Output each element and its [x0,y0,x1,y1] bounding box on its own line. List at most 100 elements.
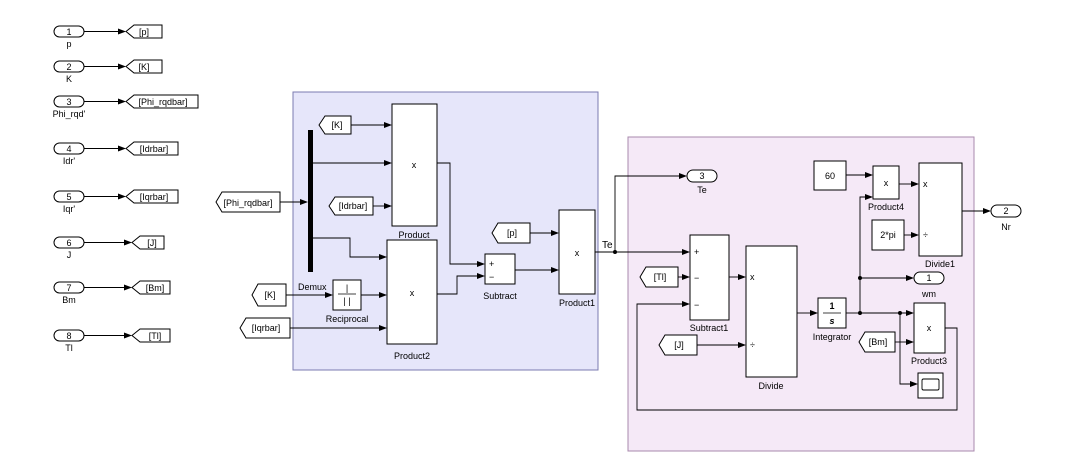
from-j[interactable] [658,334,698,356]
product4-op: x [884,178,889,188]
from-iqr-tag: [Iqrbar] [252,323,281,333]
from-phi[interactable] [215,191,281,213]
goto-phi[interactable] [125,94,199,109]
goto-bm[interactable] [131,280,171,295]
divide1-label: Divide1 [925,259,955,269]
from-k-top[interactable] [318,115,352,135]
from-p[interactable] [491,222,531,244]
product4-block[interactable] [872,165,900,200]
mechanical-subsystem-area [627,136,975,452]
outport-3-number: 3 [699,171,704,181]
from-idr-tag: [Idrbar] [339,201,368,211]
demux-label: Demux [298,282,327,292]
goto-bm-tag: [Bm] [146,283,165,293]
goto-p[interactable] [125,24,163,39]
from-k-top-tag: [K] [331,120,342,130]
goto-tl[interactable] [131,328,171,343]
from-phi-tag: [Phi_rqdbar] [223,198,272,208]
product2-block[interactable] [386,239,438,345]
divide1-times-sign: x [923,179,928,189]
torque-subsystem-area [292,91,599,371]
goto-tl-tag: [Tl] [149,331,162,341]
product-block[interactable] [391,103,438,227]
goto-iqr[interactable] [125,189,179,204]
subtract1-plus-sign: + [694,247,699,257]
inport-6-row: 6 J [J] [53,235,165,260]
inport-1-name: p [66,39,71,49]
product4-label: Product4 [868,202,904,212]
outport-2[interactable] [990,204,1022,218]
divide-label: Divide [758,381,783,391]
product3-block[interactable] [913,302,946,354]
subtract1-block[interactable] [689,234,730,321]
inport-6-name: J [67,250,72,260]
inport-5-name: Iqr' [63,204,76,214]
inport-7-number: 7 [66,283,71,293]
from-p-tag: [p] [507,228,517,238]
from-tl-tag: [Tl] [654,272,667,282]
inport-5-row: 5 Iqr' [Iqrbar] [53,189,179,214]
divide-block[interactable] [745,245,798,378]
goto-p-tag: [p] [139,27,149,37]
outport-2-number: 2 [1003,206,1008,216]
from-j-tag: [J] [674,340,684,350]
subtract1-minus-sign-2: − [694,300,699,310]
constant-60-block[interactable] [813,160,847,191]
goto-k[interactable] [125,59,163,74]
product-label: Product [398,230,430,240]
product1-block[interactable] [558,209,596,295]
product-op: x [412,160,417,170]
inport-2-name: K [66,74,72,84]
product1-label: Product1 [559,298,595,308]
product2-label: Product2 [394,351,430,361]
scope-icon [921,378,940,391]
from-iqr[interactable] [239,317,291,339]
subtract-plus-sign: + [489,259,494,269]
subtract-block[interactable] [484,253,516,285]
reciprocal-numerator: | [346,283,348,293]
divide-div-sign: ÷ [750,340,755,350]
goto-k-tag: [K] [138,62,149,72]
inport-7-name: Bm [62,295,76,305]
outport-1[interactable] [913,271,945,285]
inport-1-number: 1 [66,27,71,37]
inport-7-row: 7 Bm [Bm] [53,280,171,305]
product2-op: x [410,288,415,298]
torque-wires [280,122,690,331]
inport-2-row: 2 K [K] [53,59,163,84]
outport-1-number: 1 [926,273,931,283]
outport-3[interactable] [686,169,718,183]
subtract-label: Subtract [483,291,517,301]
inport-3-number: 3 [66,97,71,107]
demux-block[interactable] [308,130,313,272]
constant-60-value: 60 [825,171,835,181]
goto-j[interactable] [131,235,165,250]
divide1-div-sign: ÷ [923,230,928,240]
inport-8-number: 8 [66,331,71,341]
divide-times-sign: x [750,272,755,282]
from-bm[interactable] [858,331,896,353]
from-tl[interactable] [639,266,679,288]
inport-4-name: Idr' [63,156,76,166]
subtract1-label: Subtract1 [690,323,729,333]
outport-2-name: Nr [1001,222,1011,232]
from-idr[interactable] [328,196,374,216]
inport-8-row: 8 Tl [Tl] [53,328,171,353]
integrator-denominator: s [829,316,834,326]
product3-label: Product3 [911,356,947,366]
outport-3-name: Te [697,185,707,195]
integrator-numerator: 1 [829,301,834,311]
inport-8-name: Tl [65,343,73,353]
constant-2pi-block[interactable] [871,219,905,251]
reciprocal-block[interactable] [332,279,362,311]
from-k-recip[interactable] [251,283,287,307]
inport-5-number: 5 [66,192,71,202]
divide1-block[interactable] [918,162,963,257]
inport-4-row: 4 Idr' [Idrbar] [53,141,179,166]
te-signal-label: Te [602,240,613,251]
reciprocal-label: Reciprocal [326,314,369,324]
mechanical-wires [636,172,991,411]
goto-idr[interactable] [125,141,179,156]
goto-idr-tag: [Idrbar] [140,144,169,154]
